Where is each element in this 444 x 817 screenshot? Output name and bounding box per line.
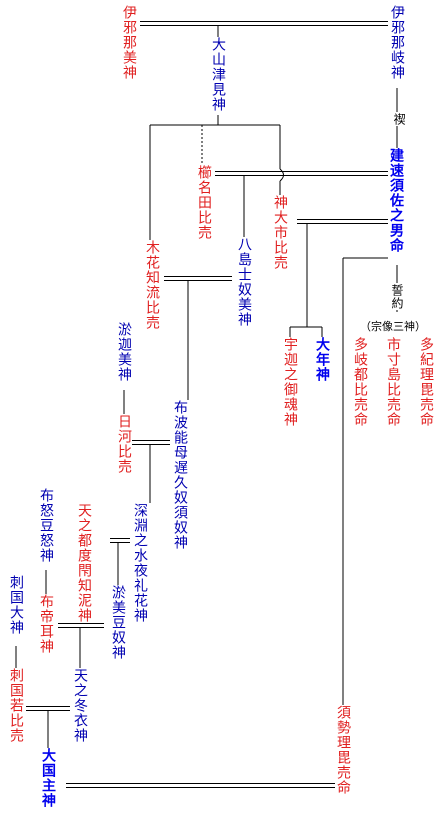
person-suseribime: 須勢理毘売命 [335,705,351,795]
person-izanami: 伊邪那美神 [121,5,137,80]
person-funozunu: 布怒豆怒神 [38,488,54,563]
person-fuhanomojikunusunu: 布波能母遅久奴須奴神 [172,400,188,550]
person-okuninushi: 大国主神 [40,748,56,808]
person-hikawahime: 日河比売 [116,414,132,474]
person-omizunu: 淤美豆奴神 [110,585,126,660]
person-ame-no-tsudoechine: 天之都度閇知泥神 [76,503,92,623]
person-yashimajinumi: 八島士奴美神 [236,237,252,327]
note-misogi: 禊 [391,113,406,126]
person-fukabuchi-no-mizuyarehana: 深淵之水夜礼花神 [132,503,148,623]
person-oyamatsumi: 大山津見神 [210,37,226,112]
person-konohanachiruhime: 木花知流比売 [144,240,160,330]
person-ukanomitama: 宇迦之御魂神 [282,337,298,427]
person-izanagi: 伊邪那岐神 [389,5,405,80]
person-susanoo: 建速須佐之男命 [388,148,404,253]
person-futemimi: 布帝耳神 [38,594,54,654]
person-sashikuni-okami: 刺国大神 [8,575,24,635]
note-oath: 誓約 [389,284,404,310]
person-kushinadahime: 櫛名田比売 [196,165,212,240]
person-takiribime: 多紀理毘売命 [418,337,434,427]
person-kamuoichihime: 神大市比売 [272,195,288,270]
person-ichikishimahime: 市寸島比売命 [385,337,401,427]
person-okaminokami: 淤迦美神 [116,322,132,382]
person-tagitsuhime: 多岐都比売命 [352,337,368,427]
person-otoshi: 大年神 [314,337,330,382]
label-munakata-sanjin: （宗像三神） [360,318,426,334]
person-sashikuni-wakahime: 刺国若比売 [8,668,24,743]
person-amenofuyukinu: 天之冬衣神 [72,668,88,743]
